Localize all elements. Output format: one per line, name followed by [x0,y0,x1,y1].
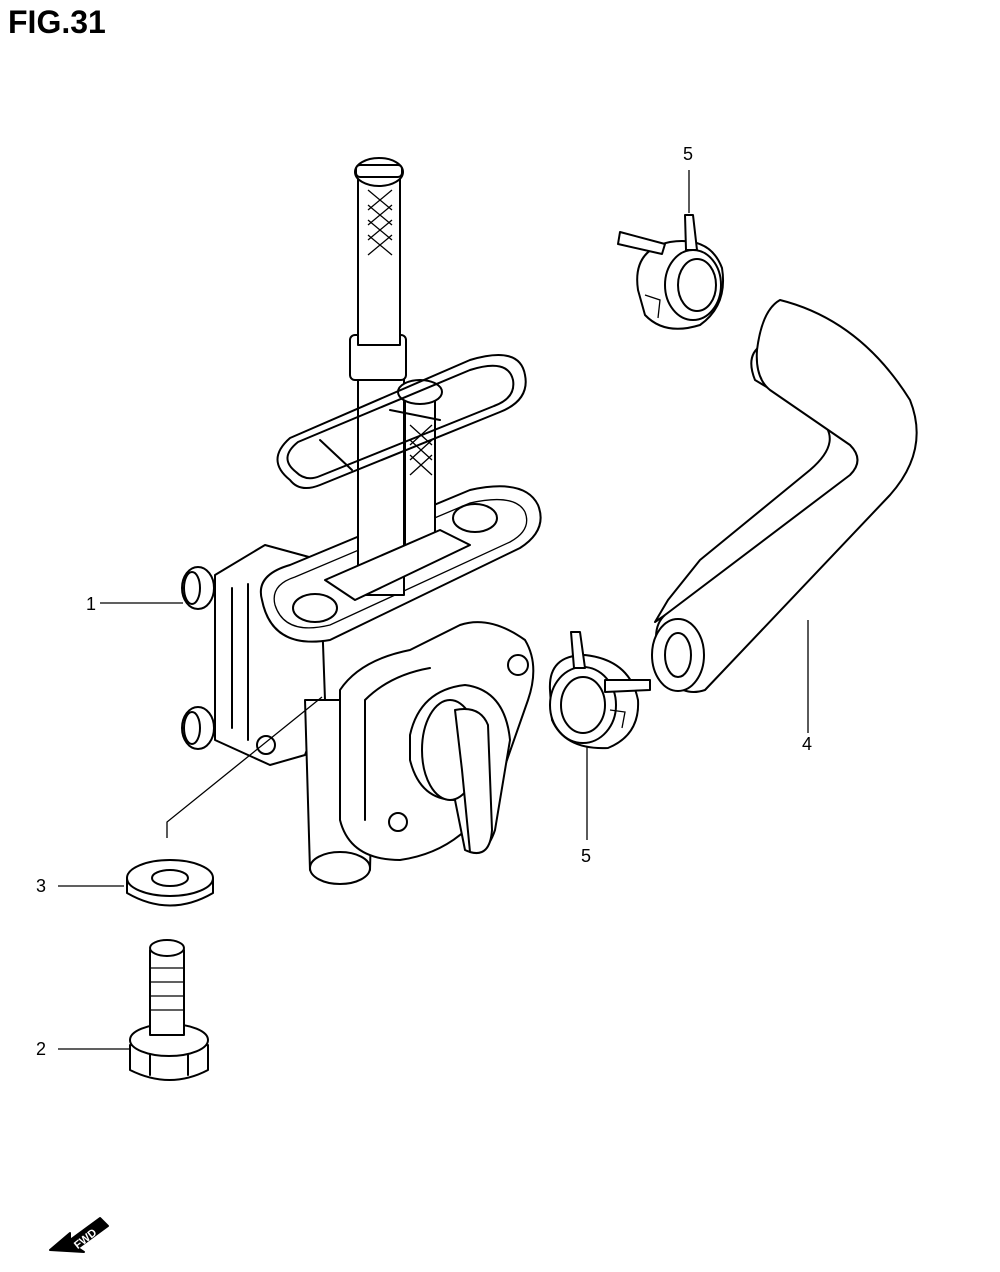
figure-title: FIG.31 [8,4,106,40]
oval-o-ring[interactable] [276,354,527,490]
callout-number-5-upper: 5 [683,144,693,164]
callout-number-5-lower: 5 [581,846,591,866]
callout-number-1: 1 [86,594,96,614]
screw-part[interactable] [129,939,209,1081]
callout-number-4: 4 [802,734,812,754]
hose-clamp-lower[interactable] [548,631,651,750]
fuel-cock-part[interactable] [181,157,542,885]
fuel-hose-part[interactable] [651,299,918,693]
fwd-arrow-icon: FWD [49,1217,109,1253]
washer-part[interactable] [126,859,214,907]
callout-number-3: 3 [36,876,46,896]
callout-number-2: 2 [36,1039,46,1059]
leader-3-upper [166,696,323,838]
callout-leaders [58,170,809,1050]
hose-clamp-upper[interactable] [617,214,724,330]
